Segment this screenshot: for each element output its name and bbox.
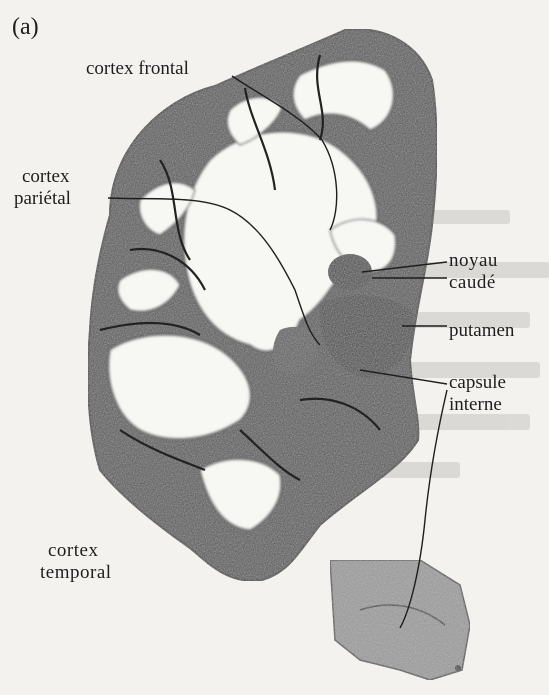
label-noyau-caude-line1: noyau bbox=[449, 250, 498, 272]
label-cortex-parietal: cortex pariétal bbox=[14, 166, 71, 210]
label-cortex-temporal-line2: temporal bbox=[40, 562, 112, 584]
brainstem-section bbox=[330, 560, 470, 680]
panel-label: (a) bbox=[12, 16, 39, 38]
label-capsule-interne: capsule interne bbox=[449, 372, 506, 416]
label-putamen-text: putamen bbox=[449, 320, 514, 342]
label-cortex-temporal-line1: cortex bbox=[40, 540, 112, 562]
label-capsule-interne-line1: capsule bbox=[449, 372, 506, 394]
label-cortex-frontal-text: cortex frontal bbox=[86, 58, 189, 80]
label-cortex-parietal-line2: pariétal bbox=[14, 188, 71, 210]
label-cortex-parietal-line1: cortex bbox=[14, 166, 71, 188]
label-cortex-frontal: cortex frontal bbox=[86, 58, 189, 80]
label-capsule-interne-line2: interne bbox=[449, 394, 506, 416]
label-noyau-caude-line2: caudé bbox=[449, 272, 498, 294]
label-cortex-temporal: cortex temporal bbox=[40, 540, 112, 584]
label-noyau-caude: noyau caudé bbox=[449, 250, 498, 294]
label-putamen: putamen bbox=[449, 320, 514, 342]
